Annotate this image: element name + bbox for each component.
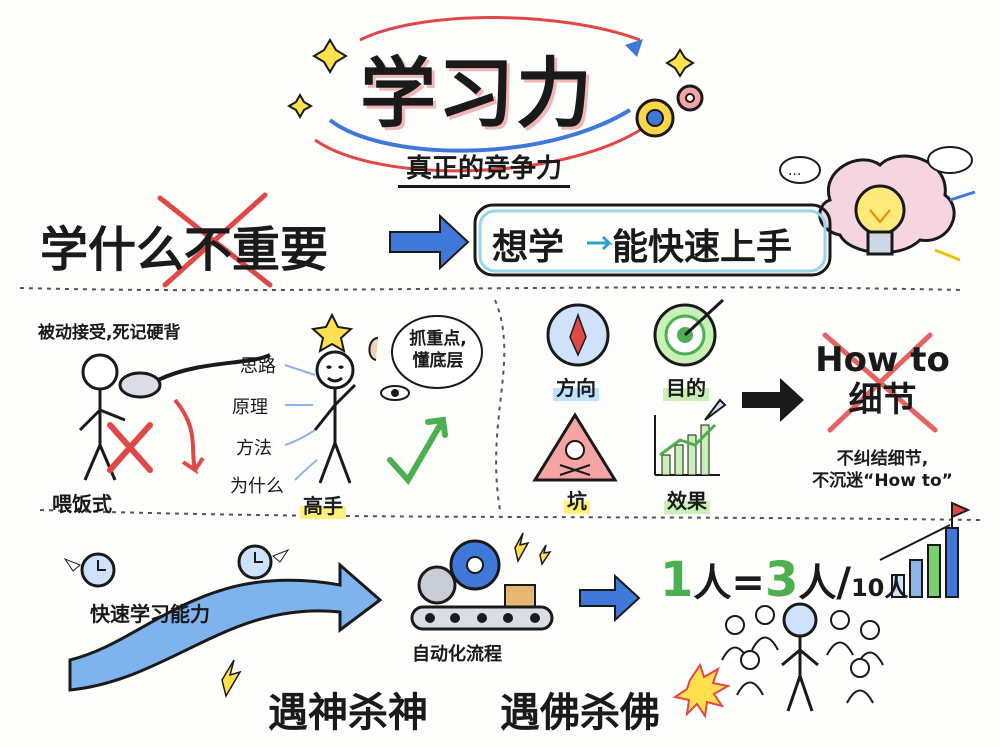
speech-bubble-icon: ... bbox=[779, 156, 821, 184]
cross-icon bbox=[107, 422, 153, 473]
note-line-1: 不纠结细节, bbox=[836, 449, 929, 469]
arc-arrow-head bbox=[625, 39, 643, 57]
eq-person-2: 人 bbox=[798, 561, 837, 605]
title-swoosh-blue bbox=[328, 108, 632, 153]
no-detail-note: 不纠结细节, 不沉迷“How to” bbox=[800, 448, 965, 492]
lightning-icon bbox=[221, 659, 242, 698]
warning-icon bbox=[532, 412, 618, 482]
wave-arrow-icon bbox=[68, 561, 383, 692]
eye-icon bbox=[380, 385, 410, 401]
star-icon bbox=[310, 312, 354, 354]
title-arc-red bbox=[359, 16, 641, 42]
passive-learning-label: 被动接受,死记硬背 bbox=[38, 323, 181, 343]
what-to-learn-not-important: 学什么不重要 bbox=[40, 222, 329, 278]
equation: 1人=3人/10人 bbox=[660, 552, 908, 608]
target-icon bbox=[653, 298, 725, 367]
item-method: 方法 bbox=[236, 438, 272, 459]
stick-figure-leader bbox=[781, 602, 819, 712]
eq-person-1: 人 bbox=[693, 561, 732, 605]
details-text: 细节 bbox=[848, 380, 917, 420]
how-to-text: How to bbox=[815, 340, 950, 380]
eq-ten: 10人 bbox=[850, 574, 909, 602]
spoon-feeding-label: 喂饭式 bbox=[52, 492, 112, 516]
eq-equals: = bbox=[731, 560, 765, 606]
how-to-details: How to 细节 bbox=[815, 340, 950, 420]
pitfall-label: 坑 bbox=[564, 485, 590, 514]
stick-figure-expert bbox=[313, 350, 357, 484]
quick-start: 能快速上手 bbox=[612, 227, 793, 268]
bubble-line-1: 抓重点, bbox=[409, 329, 467, 349]
conveyor-icon bbox=[410, 605, 554, 631]
brain-bulb-icon bbox=[818, 154, 956, 256]
cross-icon bbox=[822, 332, 938, 433]
gear-icon bbox=[635, 84, 704, 138]
slogan-gods: 遇神杀神 bbox=[268, 690, 428, 736]
arrow-right-icon bbox=[587, 235, 613, 251]
lightning-icon bbox=[514, 532, 552, 566]
bubble-line-2: 懂底层 bbox=[412, 351, 464, 371]
thought-bubble bbox=[391, 315, 483, 389]
cloud-icon bbox=[927, 146, 973, 174]
bubble-text: 抓重点, 懂底层 bbox=[402, 328, 474, 372]
box-icon bbox=[504, 584, 536, 608]
arrow-right-icon bbox=[742, 378, 804, 422]
arrow-icon bbox=[949, 190, 976, 202]
title-swoosh-red bbox=[314, 128, 641, 173]
automation-label: 自动化流程 bbox=[412, 644, 502, 665]
check-arrow-icon bbox=[387, 416, 448, 486]
want-to-learn: 想学 bbox=[492, 227, 565, 268]
arrow-right-icon bbox=[579, 573, 641, 623]
item-why: 为什么 bbox=[230, 476, 284, 497]
item-principle: 原理 bbox=[232, 397, 268, 418]
eq-one: 1 bbox=[660, 552, 694, 608]
goal-label: 目的 bbox=[663, 372, 709, 401]
bar-growth-icon bbox=[879, 501, 971, 598]
ear-icon bbox=[368, 337, 379, 361]
clock-icon bbox=[63, 544, 290, 588]
svg-text:...: ... bbox=[788, 163, 801, 179]
subtitle: 真正的竞争力 bbox=[398, 148, 571, 188]
direction-label: 方向 bbox=[553, 372, 599, 401]
sparkle-icon bbox=[286, 38, 695, 120]
main-title: 学习力 bbox=[360, 49, 594, 138]
expert-label: 高手 bbox=[300, 490, 346, 519]
slogan-buddhas: 遇佛杀佛 bbox=[500, 690, 660, 736]
fast-learning-label: 快速学习能力 bbox=[90, 602, 210, 626]
cross-icon bbox=[157, 192, 273, 288]
arrow-right-icon bbox=[389, 213, 470, 271]
item-thinking: 思路 bbox=[240, 356, 276, 377]
eq-slash: / bbox=[836, 560, 851, 606]
compass-icon bbox=[546, 303, 610, 367]
gear-icon bbox=[417, 539, 501, 605]
crowd-icon bbox=[721, 605, 884, 704]
eq-three: 3 bbox=[764, 552, 799, 608]
arrow-icon bbox=[934, 248, 961, 262]
effect-label: 效果 bbox=[664, 485, 710, 514]
burst-icon bbox=[672, 662, 731, 719]
rocket-icon bbox=[704, 398, 727, 421]
note-line-2: 不沉迷“How to” bbox=[812, 471, 953, 491]
arrow-down-icon bbox=[173, 398, 205, 475]
stick-figure-fed bbox=[78, 353, 126, 481]
highlight-frame bbox=[473, 203, 832, 277]
growth-chart-icon bbox=[654, 398, 727, 476]
spoon-icon bbox=[118, 353, 271, 399]
